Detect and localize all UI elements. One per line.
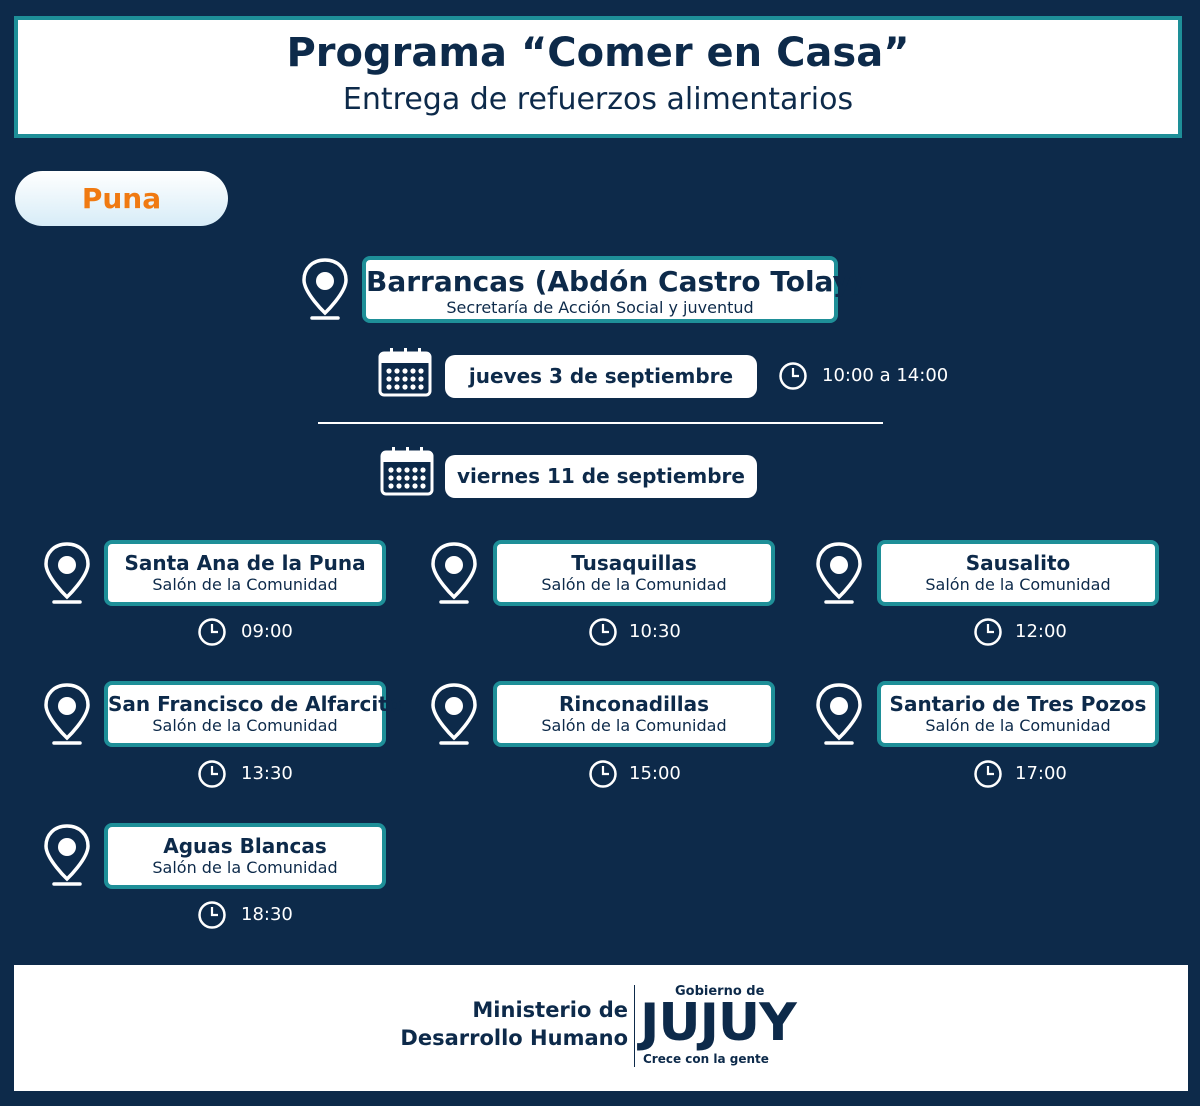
gobierno-label: Gobierno de (675, 984, 765, 999)
location-pin-icon (816, 683, 862, 745)
location-name: Aguas Blancas (163, 834, 327, 858)
main-time: 10:00 a 14:00 (822, 365, 949, 386)
footer (14, 965, 1188, 1091)
date-pill-1: jueves 3 de septiembre (445, 355, 757, 398)
page-subtitle: Entrega de refuerzos alimentarios (342, 82, 854, 117)
clock-icon (198, 618, 226, 646)
location-place: Salón de la Comunidad (925, 575, 1111, 594)
location-name: Santa Ana de la Puna (124, 551, 366, 575)
calendar-icon (378, 348, 432, 397)
location-pin-icon (431, 542, 477, 604)
location-place: Salón de la Comunidad (152, 575, 338, 594)
location-time: 17:00 (1015, 763, 1067, 784)
location-name: Santario de Tres Pozos (889, 692, 1147, 716)
location-place: Salón de la Comunidad (925, 716, 1111, 735)
location-place: Salón de la Comunidad (541, 575, 727, 594)
date-pill-2: viernes 11 de septiembre (445, 455, 757, 498)
footer-divider (634, 985, 635, 1067)
location-name: Rinconadillas (558, 692, 710, 716)
slogan: Crece con la gente (643, 1052, 769, 1066)
main-location-name: Barrancas (Abdón Castro Tolay) (366, 265, 864, 298)
clock-icon (198, 760, 226, 788)
clock-icon (589, 618, 617, 646)
location-place: Salón de la Comunidad (541, 716, 727, 735)
location-time: 15:00 (629, 763, 681, 784)
ministry-line-2: Desarrollo Humano (400, 1026, 628, 1050)
location-pin-icon (44, 824, 90, 886)
region-label: Puna (15, 171, 228, 226)
location-name: Tusaquillas (571, 551, 697, 575)
jujuy-logo: JUJUY (640, 993, 797, 1053)
location-time: 10:30 (629, 621, 681, 642)
clock-icon (198, 901, 226, 929)
location-name: Sausalito (965, 551, 1071, 575)
location-place: Salón de la Comunidad (152, 858, 338, 877)
location-pin-icon (431, 683, 477, 745)
ministry-name: Ministerio de Desarrollo Humano (380, 996, 628, 1052)
clock-icon (974, 760, 1002, 788)
page-title: Programa “Comer en Casa” (286, 30, 910, 76)
main-location-card: Barrancas (Abdón Castro Tolay) Secretarí… (362, 256, 864, 323)
divider (318, 422, 883, 424)
calendar-icon (380, 447, 434, 496)
location-time: 13:30 (241, 763, 293, 784)
location-pin-icon (44, 683, 90, 745)
location-time: 09:00 (241, 621, 293, 642)
location-pin-icon (816, 542, 862, 604)
location-time: 12:00 (1015, 621, 1067, 642)
main-location-place: Secretaría de Acción Social y juventud (446, 298, 754, 317)
ministry-line-1: Ministerio de (472, 998, 628, 1022)
clock-icon (974, 618, 1002, 646)
clock-icon (589, 760, 617, 788)
location-time: 18:30 (241, 904, 293, 925)
clock-icon (779, 362, 807, 390)
location-name: San Francisco de Alfarcito (108, 692, 402, 716)
location-pin-icon (44, 542, 90, 604)
location-pin-icon (302, 258, 348, 320)
header-banner: Programa “Comer en Casa” Entrega de refu… (14, 16, 1182, 138)
location-place: Salón de la Comunidad (152, 716, 338, 735)
